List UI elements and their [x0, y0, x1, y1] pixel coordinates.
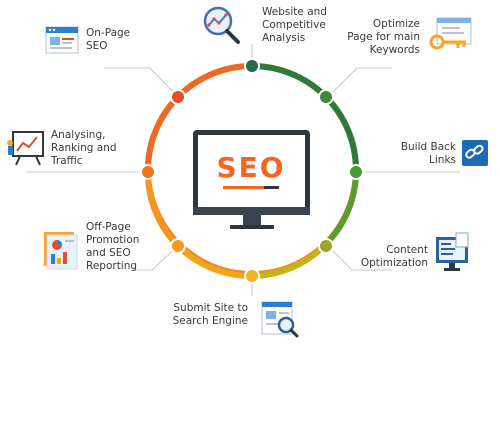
document-monitor-icon — [436, 232, 469, 271]
node-bottom-left — [170, 238, 186, 254]
presentation-board-icon — [7, 131, 44, 166]
magnifier-chart-icon — [203, 6, 240, 44]
connector-lines — [26, 44, 460, 296]
node-top-left — [170, 89, 186, 105]
label-analysing-ranking-traffic: Analysing, Ranking and Traffic — [51, 129, 117, 167]
seo-text: SEO — [216, 151, 285, 184]
label-build-back-links: Build Back Links — [400, 141, 456, 166]
label-content-optimization: Content Optimization — [360, 244, 428, 269]
seo-underline — [223, 186, 279, 189]
node-right — [348, 164, 364, 180]
label-off-page-promotion: Off-Page Promotion and SEO Reporting — [86, 221, 140, 272]
node-bottom — [244, 268, 260, 284]
label-optimize-page-keywords: Optimize Page for main Keywords — [347, 18, 420, 56]
node-top-right — [318, 89, 334, 105]
search-page-icon — [261, 301, 299, 338]
ring-nodes — [140, 58, 364, 284]
node-bottom-right — [318, 238, 334, 254]
key-browser-icon — [429, 17, 472, 50]
browser-window-icon — [45, 26, 79, 54]
node-top — [244, 58, 260, 74]
link-icon — [462, 140, 488, 166]
seo-monitor: SEO — [193, 130, 310, 229]
report-icon — [44, 232, 78, 270]
label-website-competitive-analysis: Website and Competitive Analysis — [262, 6, 327, 44]
label-on-page-seo: On-Page SEO — [86, 27, 131, 52]
node-left — [140, 164, 156, 180]
label-submit-site-search-engine: Submit Site to Search Engine — [172, 302, 248, 327]
